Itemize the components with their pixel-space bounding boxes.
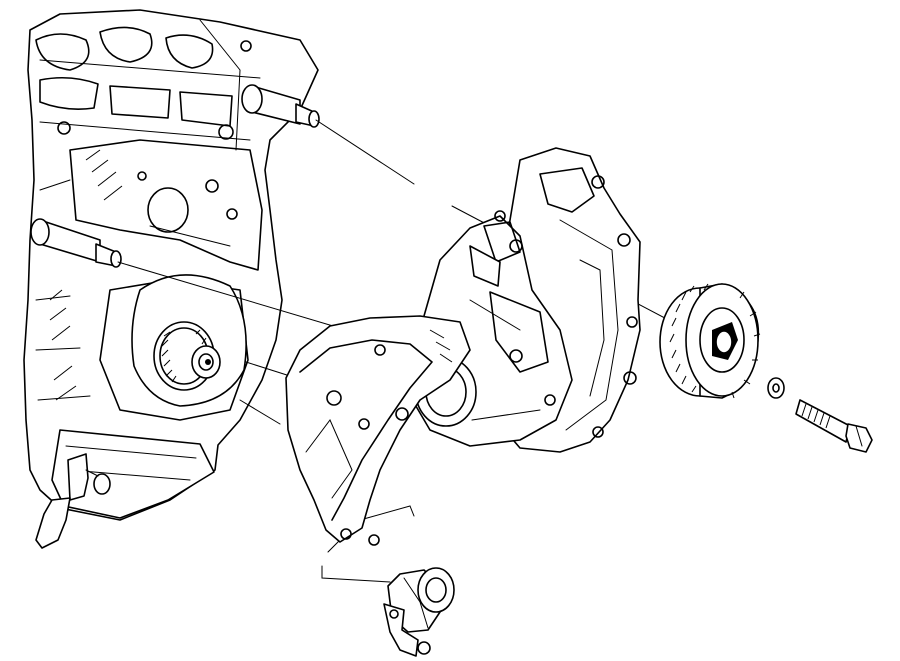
sprocket-bolt: [795, 399, 873, 453]
water-pump: [131, 274, 247, 407]
engine-block: [23, 9, 320, 521]
camshaft-sprocket: [659, 283, 761, 399]
washer: [767, 377, 785, 399]
belt-tensioner: [383, 567, 455, 657]
timing-cover: [285, 147, 641, 546]
sensor: [35, 453, 111, 549]
upper-camshaft-stub: [241, 84, 320, 128]
lower-camshaft-stub: [30, 218, 122, 268]
